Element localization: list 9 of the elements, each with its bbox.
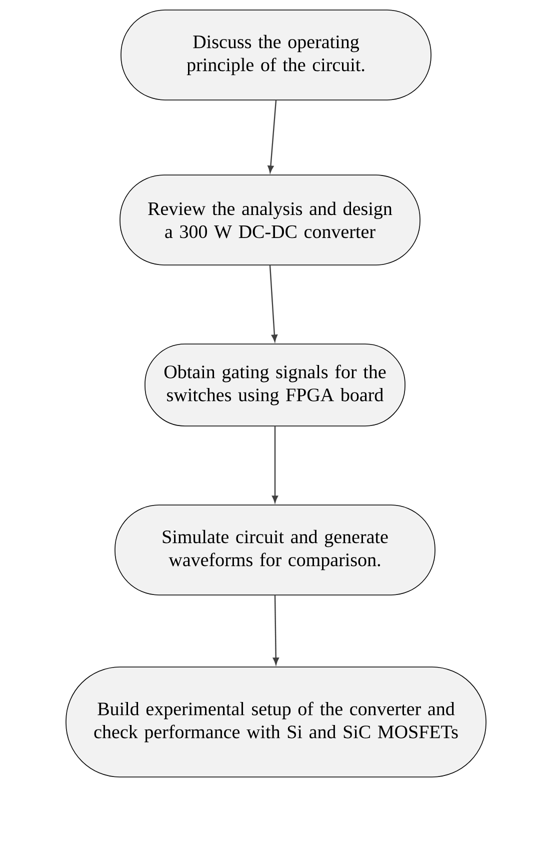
process-box: Discuss the operating principle of the circuit. — [120, 10, 432, 100]
process-box: Obtain gating signals for the switches using FPGA board — [144, 344, 406, 426]
arrow — [272, 595, 279, 665]
process-box: Build experimental setup of the converter and check performance with Si and SiC MOSFETs — [66, 666, 486, 778]
process-box: Simulate circuit and generate waveforms for comparison. — [114, 504, 436, 596]
arrow — [269, 265, 278, 342]
arrow — [268, 100, 277, 173]
arrow — [272, 426, 278, 503]
process-box: Review the analysis and design a 300 W DC-DC converter — [120, 174, 420, 266]
